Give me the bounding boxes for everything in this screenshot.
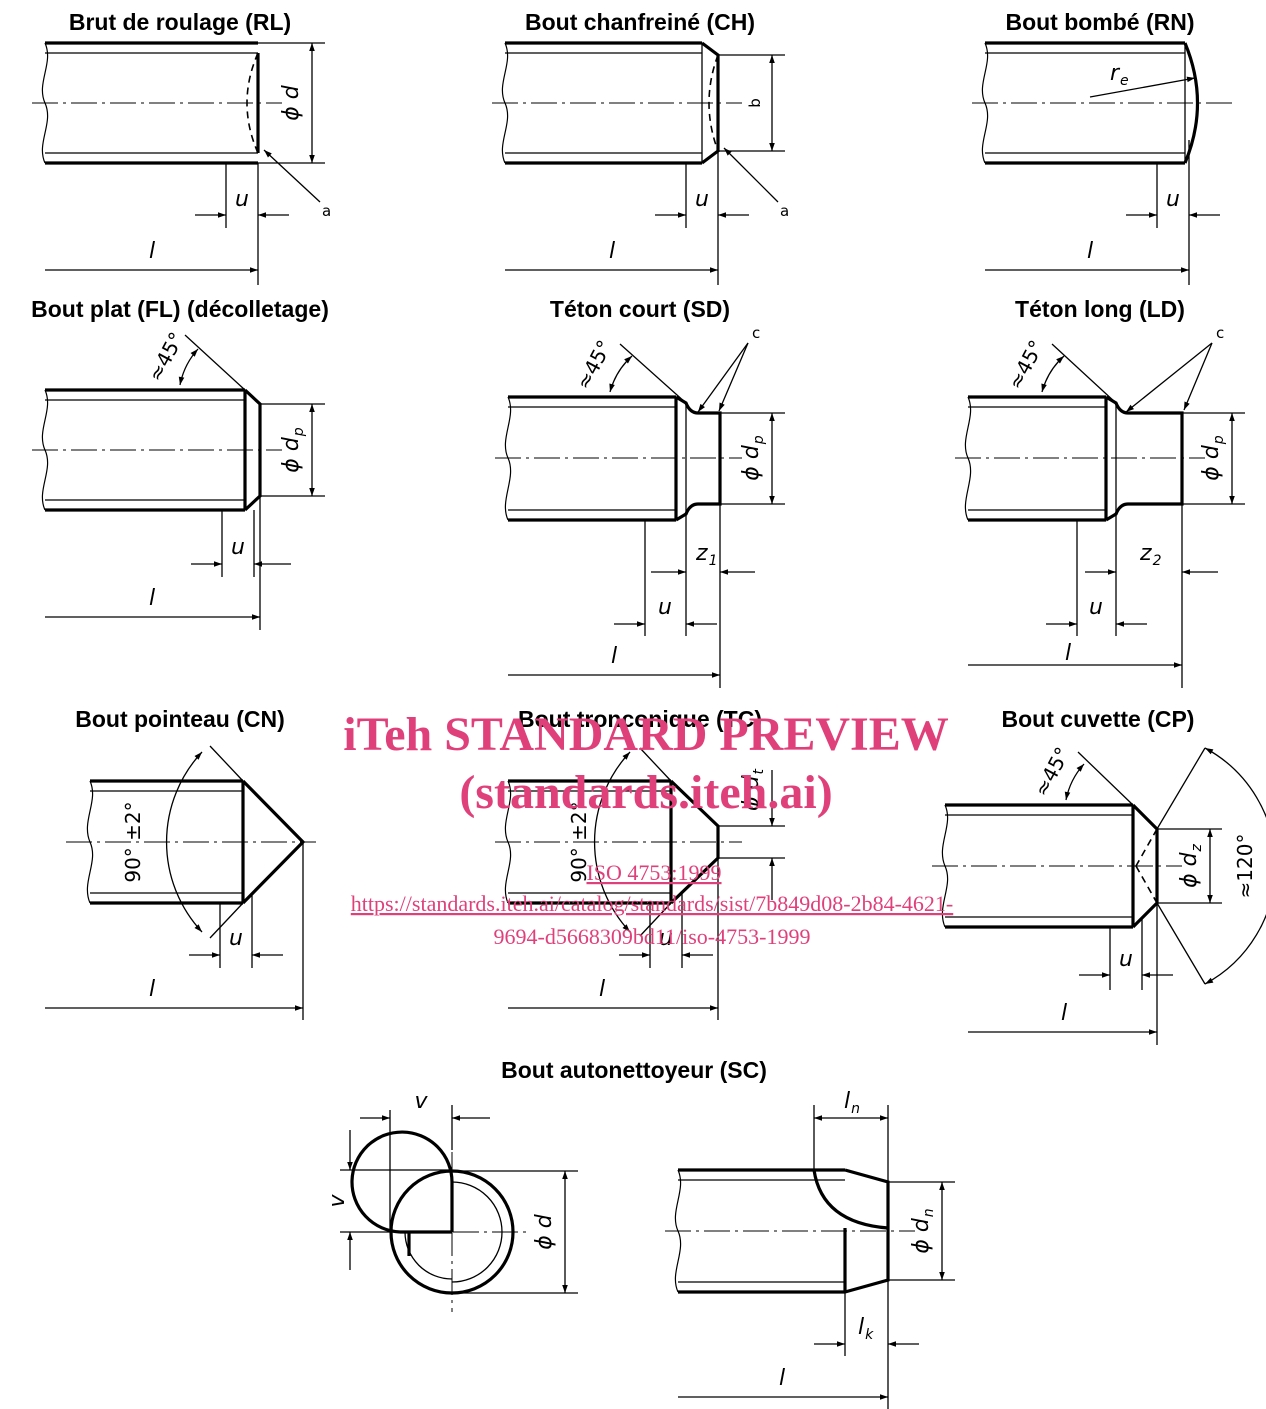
ch-note-a: a [780, 202, 789, 220]
fl-l-label: l [149, 586, 155, 611]
sc-end-view: Bout autonettoyeur (SC) v v ϕ d [325, 1057, 955, 1409]
sc-circle-view: v v ϕ d [325, 1089, 578, 1312]
cn-title: Bout pointeau (CN) [75, 706, 285, 732]
sc-ln-label: ln [844, 1089, 860, 1117]
fl-u-label: u [231, 535, 245, 560]
sd-dp-label: ϕ dp [739, 435, 767, 480]
sd-angle-label: ≈45° [571, 336, 617, 393]
cp-title: Bout cuvette (CP) [1002, 706, 1195, 732]
sc-l-label: l [779, 1366, 785, 1391]
sd-title: Téton court (SD) [550, 296, 730, 322]
sd-note-c: c [752, 324, 760, 342]
rl-u-label: u [235, 187, 249, 212]
tc-title: Bout tronconique (TC) [518, 706, 762, 732]
rl-title: Brut de roulage (RL) [69, 9, 291, 35]
sc-side-view: ln ϕ dn lk l [665, 1089, 955, 1409]
tc-l-label: l [599, 977, 605, 1002]
cn-end-view: Bout pointeau (CN) 90° ±2° u l [45, 706, 316, 1020]
ch-end-view: Bout chanfreiné (CH) b a u l [492, 9, 789, 285]
rn-u-label: u [1166, 187, 1180, 212]
watermark-line1: iTeh STANDARD PREVIEW [343, 708, 948, 761]
fl-dp-label: ϕ dp [279, 427, 307, 472]
rn-l-label: l [1087, 239, 1093, 264]
cn-angle-label: 90° ±2° [121, 801, 145, 882]
ld-u-label: u [1089, 595, 1103, 620]
ch-l-label: l [609, 239, 615, 264]
watermark-line2: (standards.iteh.ai) [459, 766, 832, 819]
sd-z1-label: z1 [695, 541, 717, 569]
tc-dt-label: ϕ dt [739, 769, 767, 811]
cp-end-view: Bout cuvette (CP) ≈45° ≈120° ϕ dz u l [932, 706, 1266, 1045]
rn-re-label: re [1110, 61, 1129, 89]
ld-title: Téton long (LD) [1015, 296, 1185, 322]
watermark-line5[interactable]: 9694-d5668309bd11/iso-4753-1999 [494, 924, 811, 949]
fl-end-view: Bout plat (FL) (décolletage) ≈45° ϕ dp u… [31, 296, 329, 630]
sc-dn-label: ϕ dn [909, 1208, 937, 1253]
ch-title: Bout chanfreiné (CH) [525, 9, 755, 35]
sc-lk-label: lk [858, 1315, 874, 1343]
cn-u-label: u [229, 926, 243, 951]
rn-end-view: Bout bombé (RN) re u l [972, 9, 1232, 285]
svg-text:ϕ d: ϕ d [279, 84, 304, 121]
cp-l-label: l [1061, 1001, 1067, 1026]
rl-note-a: a [322, 202, 331, 220]
sc-d-label: ϕ d [532, 1213, 557, 1250]
tc-end-view: Bout tronconique (TC) 90° ±2° ϕ dt u l [495, 706, 785, 1020]
tc-angle-label: 90° ±2° [567, 801, 591, 882]
sc-v-top-label: v [414, 1089, 428, 1114]
ld-z2-label: z2 [1139, 541, 1162, 569]
watermark-line3[interactable]: ISO 4753:1999 [586, 860, 721, 885]
fl-title: Bout plat (FL) (décolletage) [31, 296, 329, 322]
rl-phi-label: ϕ [279, 106, 304, 121]
cp-angle120-label: ≈120° [1233, 834, 1257, 899]
rl-l-label: l [149, 239, 155, 264]
sc-v-left-label: v [325, 1194, 350, 1208]
cp-dz-label: ϕ dz [1177, 843, 1205, 887]
ch-note-b: b [746, 98, 764, 108]
rl-end-view: Brut de roulage (RL) ϕ d a u l [32, 9, 331, 285]
sd-end-view: Téton court (SD) ≈45° c ϕ dp z1 u l [495, 296, 785, 688]
ld-l-label: l [1065, 641, 1071, 666]
cp-u-label: u [1119, 947, 1133, 972]
watermark-line4[interactable]: https://standards.iteh.ai/catalog/standa… [351, 891, 953, 916]
ld-note-c: c [1216, 324, 1224, 342]
ch-u-label: u [695, 187, 709, 212]
rl-d-label: d [279, 84, 304, 99]
sd-l-label: l [611, 644, 617, 669]
ld-end-view: Téton long (LD) ≈45° c ϕ dp z2 u l [955, 296, 1245, 688]
tc-u-label: u [659, 926, 673, 951]
cn-l-label: l [149, 977, 155, 1002]
sd-u-label: u [658, 595, 672, 620]
sc-title: Bout autonettoyeur (SC) [501, 1057, 767, 1083]
ld-dp-label: ϕ dp [1199, 435, 1227, 480]
rn-title: Bout bombé (RN) [1005, 9, 1194, 35]
ld-angle-label: ≈45° [1003, 336, 1049, 393]
watermark: iTeh STANDARD PREVIEW (standards.iteh.ai… [343, 708, 953, 949]
